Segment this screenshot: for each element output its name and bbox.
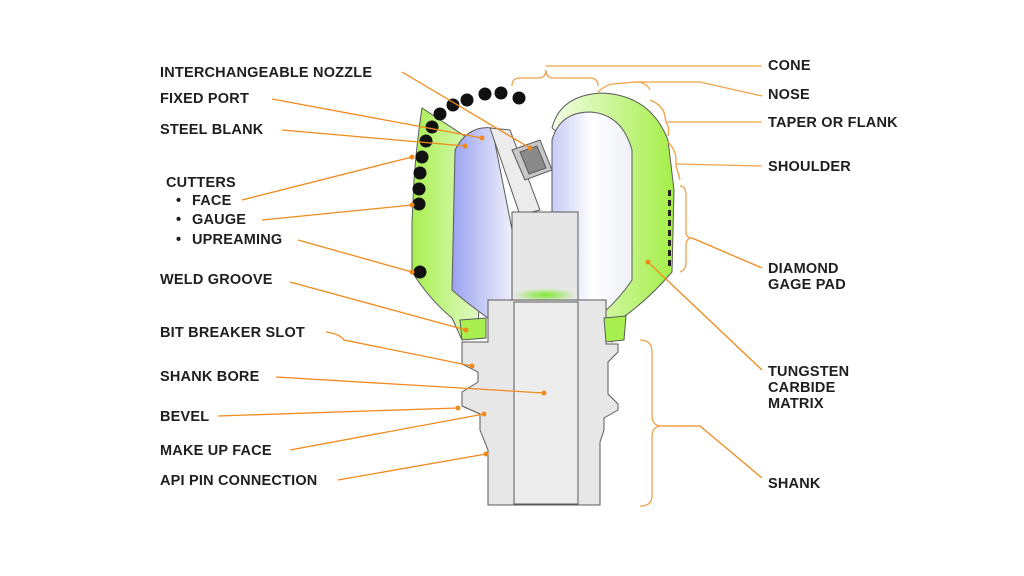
label-cone: CONE bbox=[768, 58, 811, 74]
shoulder-leader bbox=[675, 163, 763, 167]
inner-bore-block bbox=[511, 211, 579, 301]
label-shank-bore: SHANK BORE bbox=[160, 369, 260, 385]
cutter bbox=[446, 98, 460, 112]
leader-dot bbox=[455, 405, 461, 411]
bullet-face: • bbox=[176, 193, 181, 209]
leader-shank bbox=[662, 425, 763, 479]
label-bevel: BEVEL bbox=[160, 409, 209, 425]
leader-lines bbox=[217, 71, 763, 481]
leader-interchangeable-nozzle bbox=[401, 71, 531, 149]
cutter bbox=[412, 182, 426, 196]
label-diamond-gage-pad-line1: DIAMOND bbox=[768, 261, 839, 277]
leader-dot bbox=[483, 451, 489, 457]
leader-cutters-upreaming bbox=[297, 239, 413, 273]
bit-body bbox=[411, 92, 675, 506]
cutter bbox=[494, 86, 508, 100]
braces bbox=[511, 65, 763, 507]
cutter bbox=[433, 107, 447, 121]
leader-dot bbox=[527, 145, 533, 151]
label-bit-breaker-slot: BIT BREAKER SLOT bbox=[160, 325, 305, 341]
leader-dot bbox=[409, 154, 415, 160]
bullet-gauge: • bbox=[176, 212, 181, 228]
leader-dot bbox=[469, 363, 475, 369]
cutter bbox=[412, 197, 426, 211]
taper-brace bbox=[649, 99, 670, 137]
label-taper-or-flank: TAPER OR FLANK bbox=[768, 115, 898, 131]
leader-dot bbox=[479, 135, 485, 141]
gage-pad-brace bbox=[679, 185, 693, 273]
leader-cutters-face bbox=[241, 156, 413, 201]
cutter bbox=[415, 150, 429, 164]
label-tungsten-line2: CARBIDE bbox=[768, 380, 836, 396]
shank-bore-rect bbox=[513, 301, 579, 505]
gage-pad-dash bbox=[668, 240, 671, 246]
cone-brace bbox=[511, 69, 599, 87]
leader-bit-breaker-slot bbox=[325, 331, 473, 367]
label-steel-blank: STEEL BLANK bbox=[160, 122, 264, 138]
label-tungsten-line3: MATRIX bbox=[768, 396, 824, 412]
label-cutters-face: FACE bbox=[192, 193, 232, 209]
leader-cutters-gauge bbox=[261, 204, 413, 221]
left-labels: INTERCHANGEABLE NOZZLE FIXED PORT STEEL … bbox=[160, 65, 372, 489]
gage-pad-dash bbox=[668, 190, 671, 196]
leader-weld-groove bbox=[289, 281, 467, 331]
nose-brace bbox=[597, 81, 651, 93]
cutter bbox=[425, 120, 439, 134]
label-tungsten-line1: TUNGSTEN bbox=[768, 364, 849, 380]
nose-leader bbox=[634, 81, 763, 97]
cutter bbox=[478, 87, 492, 101]
label-make-up-face: MAKE UP FACE bbox=[160, 443, 272, 459]
leader-dot bbox=[645, 259, 651, 265]
gage-pad-dash bbox=[668, 250, 671, 256]
leader-make-up-face bbox=[289, 413, 485, 451]
label-diamond-gage-pad-line2: GAGE PAD bbox=[768, 277, 846, 293]
leader-dot bbox=[409, 202, 415, 208]
gage-pad-dash bbox=[668, 260, 671, 266]
leader-dot bbox=[409, 269, 415, 275]
leader-dot bbox=[541, 390, 547, 396]
leader-shank-bore bbox=[275, 376, 545, 394]
cutter bbox=[419, 134, 433, 148]
shank-brace bbox=[639, 339, 663, 507]
cutters-group bbox=[412, 86, 526, 279]
leader-steel-blank bbox=[281, 129, 466, 147]
label-weld-groove: WELD GROOVE bbox=[160, 272, 273, 288]
leader-bevel bbox=[217, 407, 459, 417]
label-shank: SHANK bbox=[768, 476, 821, 492]
weld-groove-right bbox=[603, 315, 627, 343]
cutter bbox=[512, 91, 526, 105]
label-fixed-port: FIXED PORT bbox=[160, 91, 249, 107]
bore-green-band bbox=[513, 288, 577, 302]
label-shoulder: SHOULDER bbox=[768, 159, 851, 175]
gage-pad-dash bbox=[668, 220, 671, 226]
gage-pad-dash bbox=[668, 210, 671, 216]
diamond-gage-pad-marks bbox=[668, 190, 671, 266]
leader-tungsten-carbide-matrix bbox=[647, 261, 763, 371]
weld-groove-left bbox=[459, 317, 487, 341]
label-cutters-gauge: GAUGE bbox=[192, 212, 246, 228]
bullet-upreaming: • bbox=[176, 232, 181, 248]
right-labels: CONE NOSE TAPER OR FLANK SHOULDER DIAMON… bbox=[768, 58, 898, 492]
label-cutters-upreaming: UPREAMING bbox=[192, 232, 282, 248]
leader-dot bbox=[481, 411, 487, 417]
label-nose: NOSE bbox=[768, 87, 810, 103]
cutter bbox=[460, 93, 474, 107]
gage-pad-dash bbox=[668, 230, 671, 236]
label-api-pin-connection: API PIN CONNECTION bbox=[160, 473, 317, 489]
shoulder-brace bbox=[667, 141, 681, 181]
leader-dot bbox=[462, 143, 468, 149]
cutter bbox=[413, 166, 427, 180]
label-cutters: CUTTERS bbox=[166, 175, 236, 191]
leader-api-pin-connection bbox=[337, 453, 487, 481]
fixed-port-channel bbox=[489, 127, 541, 216]
gage-pad-dash bbox=[668, 200, 671, 206]
leader-fixed-port bbox=[271, 98, 483, 139]
label-interchangeable-nozzle: INTERCHANGEABLE NOZZLE bbox=[160, 65, 372, 81]
cutter bbox=[413, 265, 427, 279]
leader-diamond-gage-pad bbox=[691, 237, 763, 269]
leader-dot bbox=[463, 327, 469, 333]
